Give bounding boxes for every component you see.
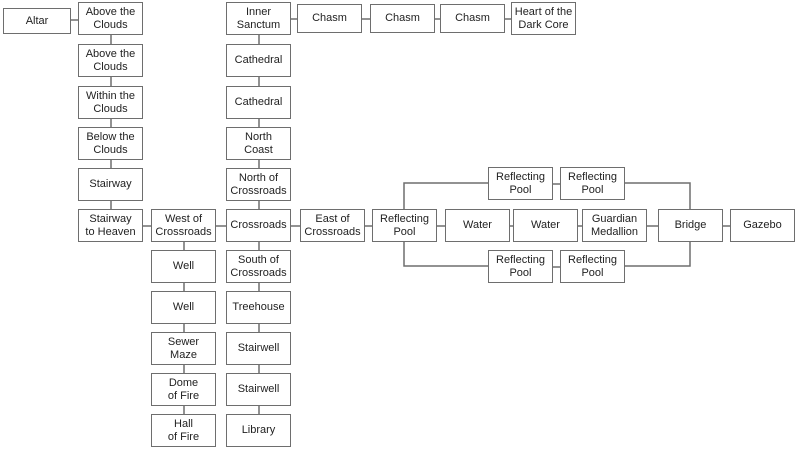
room-west-of-crossroads: West of Crossroads — [151, 209, 216, 242]
room-guardian-medallion: Guardian Medallion — [582, 209, 647, 242]
room-label: Below the Clouds — [86, 131, 135, 156]
room-label: South of Crossroads — [230, 254, 287, 279]
room-label: Chasm — [455, 12, 490, 25]
room-south-of-crossroads: South of Crossroads — [226, 250, 291, 283]
room-cathedral-2: Cathedral — [226, 86, 291, 119]
room-label: Well — [172, 260, 195, 273]
room-label: Heart of the Dark Core — [514, 6, 573, 31]
room-cathedral-1: Cathedral — [226, 44, 291, 77]
room-well-1: Well — [151, 250, 216, 283]
connector-reflecting-pool-top-2--bridge — [625, 182, 691, 209]
room-label: Above the Clouds — [85, 6, 136, 31]
room-label: East of Crossroads — [304, 213, 361, 238]
room-below-clouds: Below the Clouds — [78, 127, 143, 160]
room-label: Stairway to Heaven — [85, 213, 136, 238]
room-label: Dome of Fire — [167, 377, 200, 402]
room-label: Reflecting Pool — [568, 254, 617, 279]
room-stairway: Stairway — [78, 168, 143, 201]
room-bridge: Bridge — [658, 209, 723, 242]
room-chasm-3: Chasm — [440, 4, 505, 33]
room-label: Treehouse — [232, 301, 285, 314]
room-label: Above the Clouds — [85, 48, 136, 73]
room-label: Reflecting Pool — [496, 171, 545, 196]
room-reflecting-pool-bot-2: Reflecting Pool — [560, 250, 625, 283]
room-stairwell-2: Stairwell — [226, 373, 291, 406]
room-chasm-1: Chasm — [297, 4, 362, 33]
room-label: Library — [241, 424, 276, 437]
room-sewer-maze: Sewer Maze — [151, 332, 216, 365]
room-dome-of-fire: Dome of Fire — [151, 373, 216, 406]
room-label: Crossroads — [230, 219, 287, 232]
room-north-of-crossroads: North of Crossroads — [226, 168, 291, 201]
connector-reflecting-pool-bot-2--bridge — [625, 242, 691, 267]
room-reflecting-pool-bot-1: Reflecting Pool — [488, 250, 553, 283]
room-label: Cathedral — [234, 54, 283, 67]
room-north-coast: North Coast — [226, 127, 291, 160]
room-library: Library — [226, 414, 291, 447]
room-label: Chasm — [312, 12, 347, 25]
room-hall-of-fire: Hall of Fire — [151, 414, 216, 447]
room-label: Well — [172, 301, 195, 314]
room-label: Guardian Medallion — [590, 213, 639, 238]
room-stairwell-1: Stairwell — [226, 332, 291, 365]
room-label: West of Crossroads — [155, 213, 212, 238]
room-altar: Altar — [3, 8, 71, 34]
room-water-2: Water — [513, 209, 578, 242]
room-label: Reflecting Pool — [496, 254, 545, 279]
room-label: Altar — [25, 14, 49, 27]
room-well-2: Well — [151, 291, 216, 324]
room-chasm-2: Chasm — [370, 4, 435, 33]
connector-reflecting-pool-main--reflecting-pool-bot-1 — [403, 242, 488, 267]
room-reflecting-pool-main: Reflecting Pool — [372, 209, 437, 242]
room-label: Bridge — [674, 219, 707, 232]
room-label: Within the Clouds — [86, 90, 135, 115]
room-above-clouds-1: Above the Clouds — [78, 2, 143, 35]
room-label: Water — [463, 219, 492, 232]
room-label: Reflecting Pool — [380, 213, 429, 238]
room-label: Chasm — [385, 12, 420, 25]
room-label: North Coast — [244, 131, 273, 156]
room-above-clouds-2: Above the Clouds — [78, 44, 143, 77]
room-reflecting-pool-top-2: Reflecting Pool — [560, 167, 625, 200]
room-stairway-to-heaven: Stairway to Heaven — [78, 209, 143, 242]
room-label: Stairway — [89, 178, 132, 191]
room-heart-of-the-dark-core: Heart of the Dark Core — [511, 2, 576, 35]
room-water-1: Water — [445, 209, 510, 242]
room-label: Inner Sanctum — [236, 6, 281, 31]
room-label: Cathedral — [234, 96, 283, 109]
room-inner-sanctum: Inner Sanctum — [226, 2, 291, 35]
room-gazebo: Gazebo — [730, 209, 795, 242]
room-label: Hall of Fire — [167, 418, 200, 443]
room-crossroads: Crossroads — [226, 209, 291, 242]
connector-reflecting-pool-main--reflecting-pool-top-1 — [403, 182, 488, 209]
room-label: Sewer Maze — [167, 336, 200, 361]
room-label: Gazebo — [743, 219, 782, 232]
room-treehouse: Treehouse — [226, 291, 291, 324]
room-label: Stairwell — [237, 342, 280, 355]
room-within-clouds: Within the Clouds — [78, 86, 143, 119]
room-label: Reflecting Pool — [568, 171, 617, 196]
room-reflecting-pool-top-1: Reflecting Pool — [488, 167, 553, 200]
room-label: Water — [531, 219, 560, 232]
room-label: Stairwell — [237, 383, 280, 396]
room-east-of-crossroads: East of Crossroads — [300, 209, 365, 242]
room-label: North of Crossroads — [230, 172, 287, 197]
